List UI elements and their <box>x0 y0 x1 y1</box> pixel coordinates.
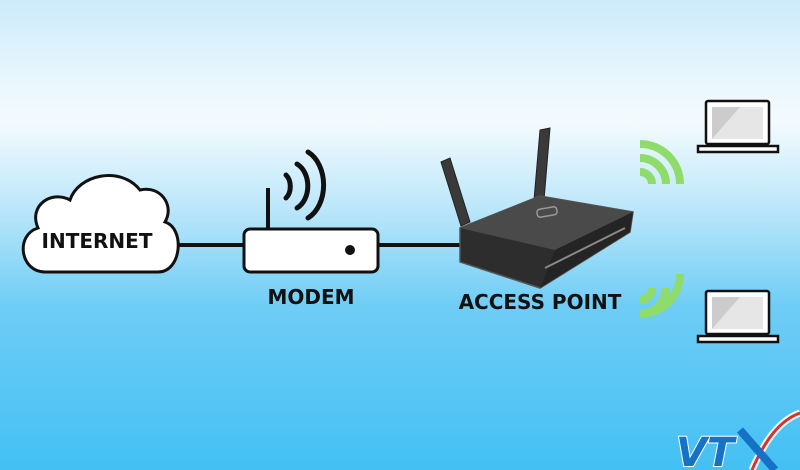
wifi-signal-bottom-icon <box>639 273 684 318</box>
modem-label: MODEM <box>267 285 354 309</box>
laptop-top-icon <box>696 99 780 154</box>
cloud-icon <box>21 174 180 274</box>
laptop-bottom-icon <box>696 289 780 344</box>
svg-text:VT: VT <box>676 430 737 470</box>
wifi-signal-top-icon <box>639 140 684 185</box>
internet-label: INTERNET <box>42 229 153 253</box>
modem-icon <box>242 188 380 274</box>
access-point-label: ACCESS POINT <box>459 290 622 314</box>
wifi-waves-icon <box>283 149 327 221</box>
vtx-logo: VT <box>675 409 800 470</box>
access-point-router-icon <box>440 127 634 289</box>
